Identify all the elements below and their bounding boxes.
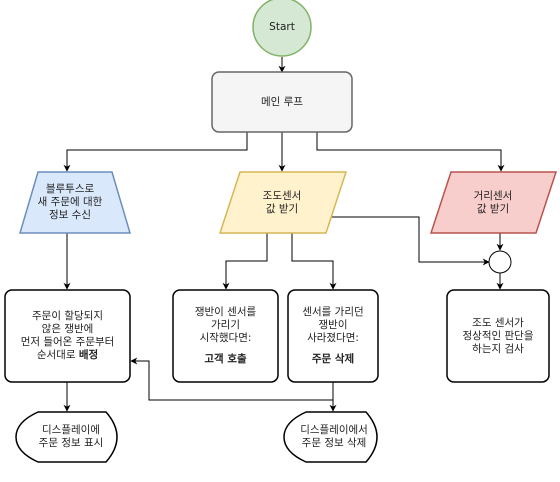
bluetooth-line-1: 블루투스로 <box>45 183 95 195</box>
assign-line-4-bold: 배정 <box>78 349 99 361</box>
display-show-label: 디스플레이에 주문 정보 표시 <box>18 412 124 462</box>
covered-node <box>172 289 279 383</box>
assign-line-2: 않은 쟁반에 <box>41 323 94 335</box>
light-sensor-line-2: 값 받기 <box>265 202 299 215</box>
bluetooth-line-3: 정보 수신 <box>49 209 91 221</box>
assign-node <box>4 289 131 383</box>
assign-line-4-plain: 순서대로 <box>36 349 79 361</box>
light-sensor-node <box>218 171 348 234</box>
junction-node <box>488 250 512 274</box>
edge-main-to-bluetooth <box>63 132 248 172</box>
covered-line-1: 쟁반이 센서를 <box>194 306 257 318</box>
check-label: 조도 센서가 정상적인 판단을 하는지 검사 <box>447 290 549 382</box>
display-delete-node <box>283 411 378 463</box>
distance-sensor-node <box>429 171 558 234</box>
uncovered-node <box>287 289 379 383</box>
display-delete-line-1: 디스플레이에서 <box>300 424 368 436</box>
uncovered-action: 주문 삭제 <box>311 353 355 365</box>
assign-line-1: 주문이 할당되지 <box>32 310 103 322</box>
light-sensor-label: 조도센서 값 받기 <box>236 172 328 233</box>
covered-line-2: 가리기 <box>211 319 240 331</box>
display-show-node <box>15 411 118 463</box>
uncovered-line-1: 센서를 가리던 <box>302 306 364 318</box>
bluetooth-node <box>18 171 132 234</box>
main-loop-node <box>211 71 353 133</box>
distance-sensor-label: 거리센서 값 받기 <box>447 172 539 233</box>
assign-line-4: 순서대로 배정 <box>37 349 98 362</box>
distance-sensor-line-1: 거리센서 <box>473 189 513 202</box>
uncovered-line-3: 사라졌다면: <box>307 332 359 344</box>
covered-action: 고객 호출 <box>204 353 247 365</box>
covered-label: 쟁반이 센서를 가리기 시작했다면: 고객 호출 <box>173 290 278 382</box>
bluetooth-label: 블루투스로 새 주문에 대한 정보 수신 <box>24 172 116 233</box>
uncovered-line-2: 쟁반이 <box>318 319 348 331</box>
display-delete-label: 디스플레이에서 주문 정보 삭제 <box>284 412 384 462</box>
start-label: Start <box>253 12 311 42</box>
light-sensor-line-1: 조도센서 <box>262 189 302 202</box>
check-node <box>446 289 550 383</box>
assign-line-3: 먼저 들어온 주문부터 <box>20 336 115 348</box>
uncovered-label: 센서를 가리던 쟁반이 사라졌다면: 주문 삭제 <box>288 290 378 382</box>
check-line-2: 정상적인 판단을 <box>462 329 534 342</box>
start-text: Start <box>269 20 295 33</box>
bluetooth-line-2: 새 주문에 대한 <box>37 196 103 208</box>
check-line-3: 하는지 검사 <box>472 342 524 355</box>
edge-light-to-uncovered <box>291 233 337 290</box>
main-loop-label: 메인 루프 <box>212 72 352 132</box>
check-line-1: 조도 센서가 <box>472 316 524 329</box>
main-loop-text: 메인 루프 <box>261 95 303 108</box>
edge-light-to-junction <box>326 216 490 266</box>
distance-sensor-line-2: 값 받기 <box>476 202 510 215</box>
display-delete-line-2: 주문 정보 삭제 <box>301 437 367 449</box>
covered-line-3: 시작했다면: <box>199 332 252 344</box>
display-show-line-1: 디스플레이에 <box>42 424 100 436</box>
assign-label: 주문이 할당되지 않은 쟁반에 먼저 들어온 주문부터 순서대로 배정 <box>5 290 130 382</box>
start-node <box>252 0 312 57</box>
edge-main-to-distance <box>316 132 505 172</box>
display-show-line-2: 주문 정보 표시 <box>38 437 104 449</box>
edge-light-to-covered <box>222 233 268 290</box>
